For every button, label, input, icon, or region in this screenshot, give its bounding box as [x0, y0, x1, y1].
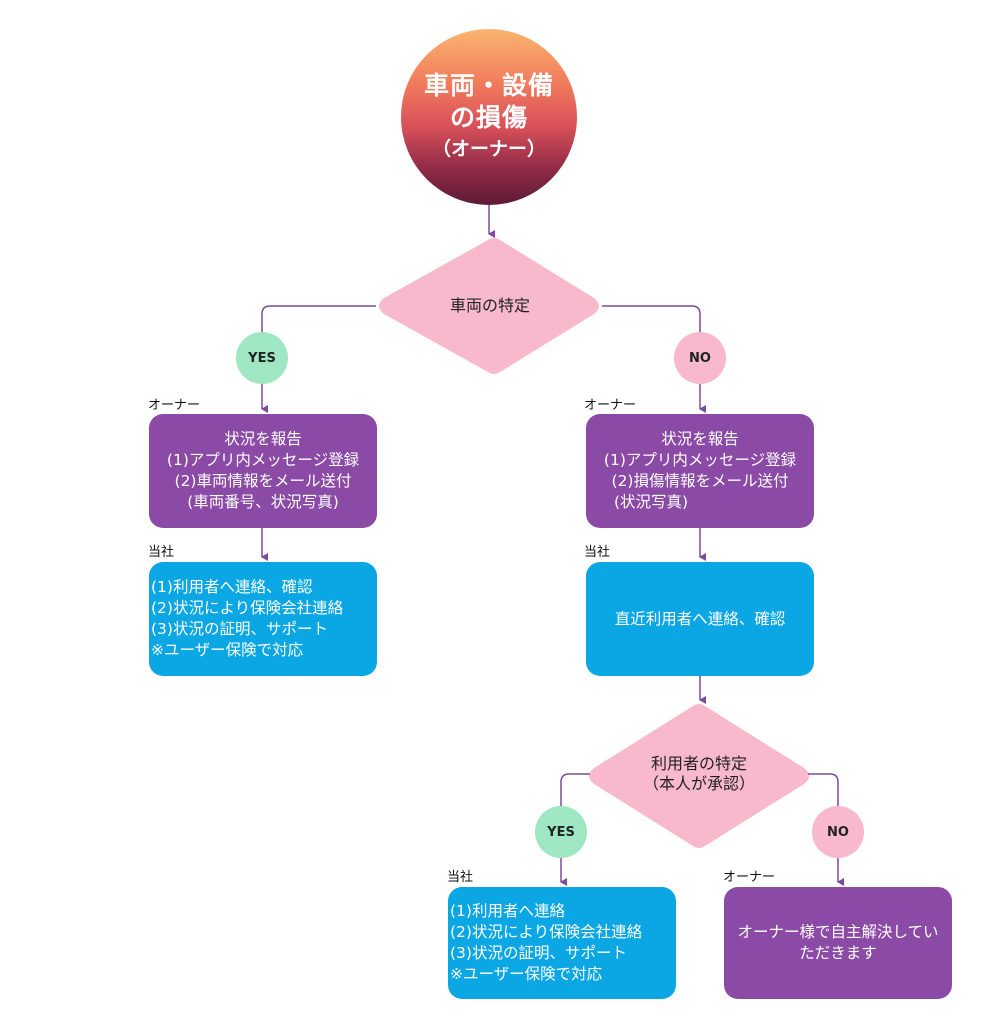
- connector-decision2-to-yes: [560, 773, 590, 806]
- decision-user-identification: 利用者の特定 （本人が承認）: [620, 752, 778, 796]
- box-line: (車両番号、状況写真): [187, 493, 339, 511]
- start-node-damage-owner: 車両・設備 の損傷 （オーナー）: [401, 29, 577, 205]
- no-badge: NO: [674, 332, 726, 384]
- sub-no-badge: NO: [812, 806, 864, 858]
- box-line: (3)状況の証明、サポート: [450, 944, 627, 962]
- role-label-owner-sub: オーナー: [723, 870, 776, 885]
- box-line: 状況を報告: [661, 430, 739, 448]
- box-line: ※ユーザー保険で対応: [450, 965, 603, 983]
- company-action-box-vehicle-identified: (1)利用者へ連絡、確認 (2)状況により保険会社連絡 (3)状況の証明、サポー…: [149, 562, 377, 676]
- box-line: (2)車両情報をメール送付: [174, 472, 352, 490]
- start-title-line2: の損傷: [449, 103, 528, 132]
- decision-user-identification-line1: 利用者の特定: [650, 754, 747, 773]
- box-line: (2)状況により保険会社連絡: [450, 923, 643, 941]
- decision-vehicle-identification-label: 車両の特定: [449, 296, 530, 315]
- owner-self-resolve-box: オーナー様で自主解決してい ただきます: [724, 887, 952, 999]
- decision-user-identification-shape: [589, 704, 809, 848]
- role-label-company-right: 当社: [584, 545, 611, 560]
- start-title-line3: （オーナー）: [431, 138, 546, 160]
- role-label-company-left: 当社: [148, 545, 175, 560]
- yes-badge: YES: [236, 332, 288, 384]
- box-line: ただきます: [799, 944, 877, 962]
- box-line: 状況を報告: [224, 430, 302, 448]
- start-title-line1: 車両・設備: [423, 71, 554, 100]
- sub-yes-badge: YES: [535, 806, 587, 858]
- connector-decision-to-yes: [261, 305, 376, 332]
- box-line: (1)利用者へ連絡、確認: [151, 578, 313, 596]
- role-label-owner-left: オーナー: [148, 398, 201, 413]
- decision-vehicle-identification-shape: [379, 238, 599, 374]
- box-line: (1)アプリ内メッセージ登録: [166, 451, 360, 469]
- box-line: オーナー様で自主解決してい: [737, 923, 939, 941]
- connector-decision2-to-no: [808, 773, 839, 806]
- owner-report-box-vehicle-unidentified: 状況を報告 (1)アプリ内メッセージ登録 (2)損傷情報をメール送付 (状況写真…: [586, 414, 814, 528]
- box-line: ※ユーザー保険で対応: [151, 641, 304, 659]
- connector-decision-to-no: [602, 305, 701, 332]
- owner-report-box-vehicle-identified: 状況を報告 (1)アプリ内メッセージ登録 (2)車両情報をメール送付 (車両番号…: [149, 414, 377, 528]
- sub-no-badge-label: NO: [827, 824, 849, 840]
- box-line: (3)状況の証明、サポート: [151, 620, 328, 638]
- no-badge-label: NO: [689, 350, 711, 366]
- decision-user-identification-line2: （本人が承認）: [642, 774, 755, 793]
- sub-yes-badge-label: YES: [547, 824, 575, 840]
- box-line: (状況写真): [614, 493, 689, 511]
- yes-badge-label: YES: [248, 350, 276, 366]
- company-action-box-user-identified: (1)利用者へ連絡 (2)状況により保険会社連絡 (3)状況の証明、サポート ※…: [448, 887, 676, 999]
- decision-vehicle-identification: 車両の特定: [400, 292, 580, 320]
- box-line: 直近利用者へ連絡、確認: [614, 609, 786, 628]
- role-label-owner-right: オーナー: [584, 398, 637, 413]
- box-line: (1)利用者へ連絡: [450, 902, 565, 920]
- role-label-company-sub: 当社: [447, 870, 474, 885]
- box-line: (2)状況により保険会社連絡: [151, 599, 344, 617]
- box-line: (1)アプリ内メッセージ登録: [603, 451, 797, 469]
- company-contact-recent-user-box: 直近利用者へ連絡、確認: [586, 562, 814, 676]
- box-line: (2)損傷情報をメール送付: [611, 472, 789, 490]
